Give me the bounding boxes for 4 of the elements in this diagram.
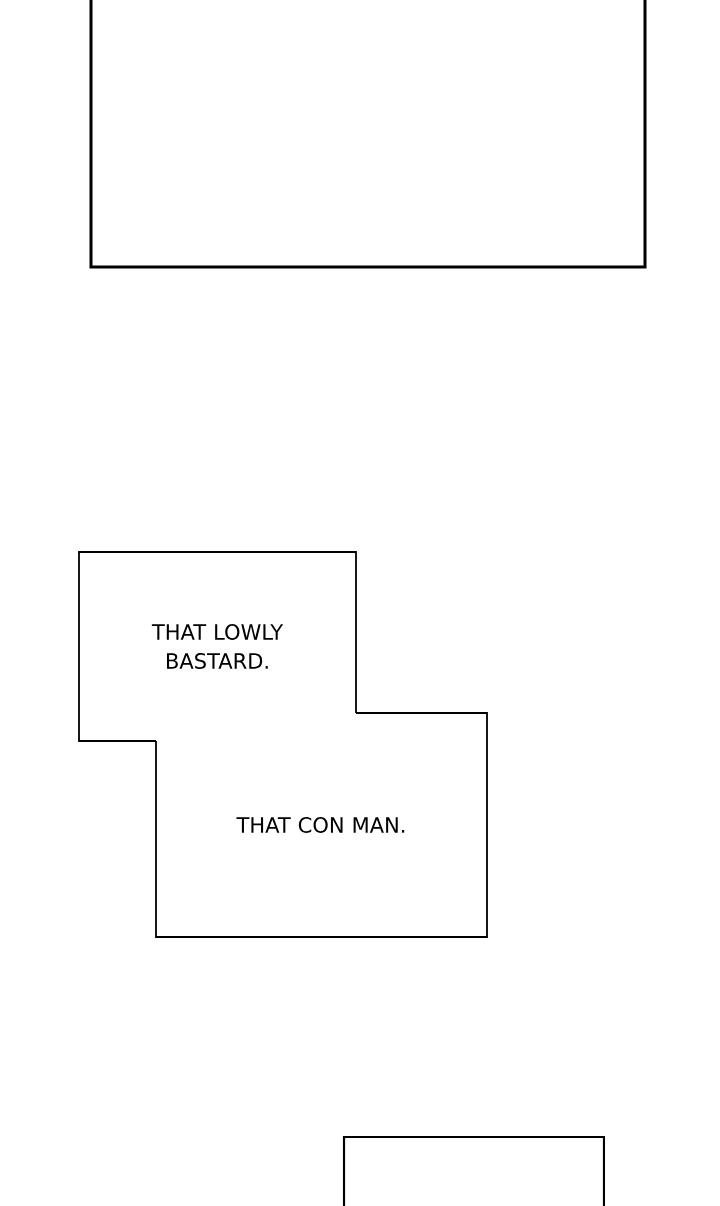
caption-box: THAT LOWLY BASTARD. <box>78 551 357 742</box>
comic-panel <box>89 0 647 269</box>
comic-panel <box>342 1135 606 1206</box>
caption-box: THAT CON MAN. <box>155 712 488 938</box>
